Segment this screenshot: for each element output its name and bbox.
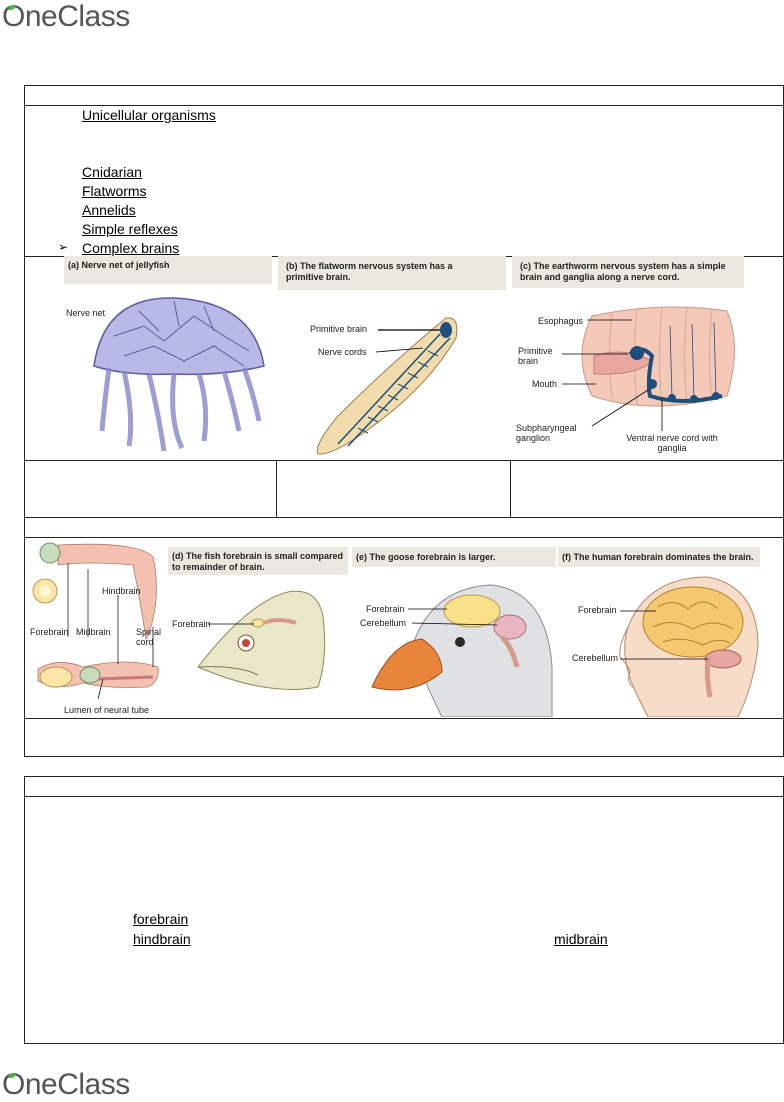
label-lumen: Lumen of neural tube <box>64 705 150 715</box>
human-head-illustration <box>619 576 759 717</box>
label-cerebellum-goose: Cerebellum <box>360 618 407 628</box>
panel-c-title: (c) The earthworm nervous system has a s… <box>520 261 726 282</box>
label-esophagus: Esophagus <box>538 316 584 326</box>
table-col-line <box>276 460 277 517</box>
table-row-line <box>24 718 784 719</box>
term-forebrain: forebrain <box>133 911 189 927</box>
list-item-simple-reflexes: Simple reflexes <box>82 221 178 237</box>
panel-e-title: (e) The goose forebrain is larger. <box>356 552 496 562</box>
label-forebrain-human: Forebrain <box>578 605 617 615</box>
notes-box-2 <box>24 776 784 1044</box>
term-hindbrain: hindbrain <box>133 931 191 947</box>
term-midbrain: midbrain <box>554 931 608 947</box>
figure-panel-f: (f) The human forebrain dominates the br… <box>558 547 760 717</box>
flatworm-illustration <box>316 317 458 455</box>
table-row-line <box>24 537 784 538</box>
panel-a-title: (a) Nerve net of jellyfish <box>68 260 170 270</box>
label-primitive-brain: Primitive brain <box>310 324 368 334</box>
label-subpharyngeal: Subpharyngeal ganglion <box>516 423 577 443</box>
oneclass-logo-top: OneClass <box>2 0 130 33</box>
figure-panel-a: (a) Nerve net of jellyfish Nerve net <box>64 256 272 458</box>
list-item-unicellular: Unicellular organisms <box>82 107 216 123</box>
box2-header-divider <box>24 796 784 797</box>
figure-panel-d: (d) The fish forebrain is small compared… <box>168 547 348 717</box>
list-item-cnidarian: Cnidarian <box>82 164 142 180</box>
box1-header-divider <box>24 105 784 106</box>
arrow-bullet-icon: ➢ <box>58 240 69 254</box>
label-forebrain-embryo: Forebrain <box>30 627 69 637</box>
jellyfish-illustration <box>93 297 265 452</box>
oneclass-logo-bottom: OneClass <box>2 1068 130 1101</box>
earthworm-illustration <box>562 306 735 431</box>
list-item-annelids: Annelids <box>82 202 136 218</box>
figure-panel-b: (b) The flatworm nervous system has a pr… <box>278 256 506 458</box>
label-hindbrain: Hindbrain <box>102 586 141 596</box>
label-forebrain-goose: Forebrain <box>366 604 405 614</box>
panel-b-title: (b) The flatworm nervous system has a pr… <box>286 261 453 282</box>
list-item-complex-brains: Complex brains <box>82 240 180 256</box>
figure-panel-e: (e) The goose forebrain is larger. Foreb… <box>352 547 556 717</box>
fish-illustration <box>197 590 326 690</box>
label-cerebellum-human: Cerebellum <box>572 653 619 663</box>
neural-tube-illustration <box>32 542 159 700</box>
table-row-line <box>24 517 784 518</box>
label-mouth: Mouth <box>532 379 558 389</box>
label-forebrain-fish: Forebrain <box>172 619 211 629</box>
leaf-icon <box>8 1073 16 1078</box>
label-nerve-cords: Nerve cords <box>318 347 367 357</box>
label-nerve-net: Nerve net <box>66 308 106 318</box>
figure-panel-c: (c) The earthworm nervous system has a s… <box>512 256 744 458</box>
list-item-flatworms: Flatworms <box>82 183 147 199</box>
label-midbrain: Midbrain <box>76 627 111 637</box>
label-primitive-brain-c: Primitive brain <box>518 346 553 366</box>
table-col-line <box>510 460 511 517</box>
table-row-line <box>24 460 784 461</box>
panel-f-title: (f) The human forebrain dominates the br… <box>562 552 754 562</box>
figure-panel-embryo: Hindbrain Forebrain Midbrain Spinal cord… <box>28 539 166 717</box>
label-spinal-cord: Spinal cord <box>136 627 162 647</box>
label-ventral-cord: Ventral nerve cord with ganglia <box>626 433 718 453</box>
panel-d-title: (d) The fish forebrain is small compared… <box>172 551 344 572</box>
leaf-icon <box>8 5 16 10</box>
goose-illustration <box>371 584 553 717</box>
